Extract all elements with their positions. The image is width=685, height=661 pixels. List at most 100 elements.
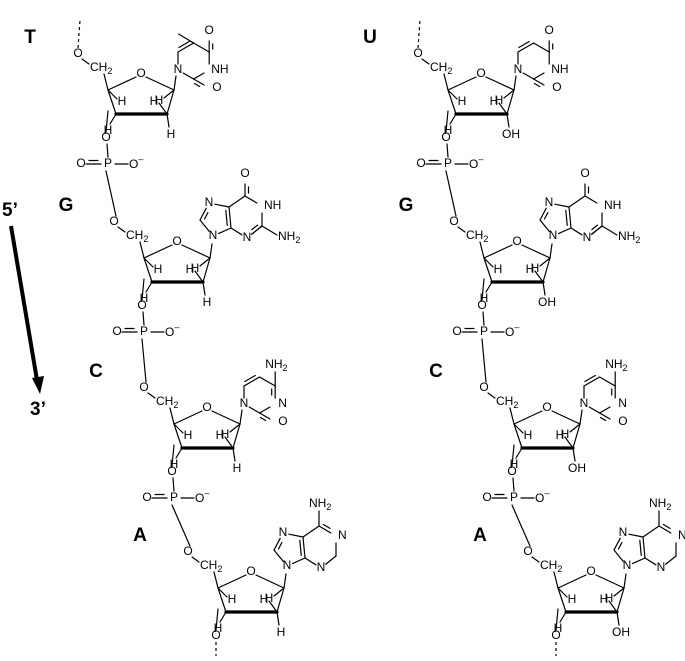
bond-line [572,447,576,462]
h-atom-label: H [150,94,159,108]
bond-line [142,311,145,326]
bond-line [583,376,601,387]
bond-line [534,270,544,283]
base-letter-label: A [133,525,147,546]
direction-start-label: 5’ [2,200,18,221]
base-letter-label: A [473,525,487,546]
bond-line [145,76,175,91]
bond-line [77,19,81,49]
ring-oxygen-label: O [246,564,255,578]
bond-line [598,376,616,387]
bond-line [244,374,256,383]
o2-atom-label: O [278,414,287,428]
h-atom-label: H [184,428,193,442]
ch2-label: CH2 [496,394,518,410]
ch2-label: CH2 [90,60,112,76]
bond-line [457,226,466,233]
h-atom-label: H [140,291,149,305]
bond-line [259,412,271,420]
bond-line [203,211,209,220]
three-prime-oxygen-label: O [137,298,146,312]
bond-line [194,270,204,283]
bond-line [598,406,611,414]
h-atom-label: H [494,262,503,276]
h-atom-label: H [221,427,230,441]
h-atom-label: H [191,261,200,275]
bond-line [446,143,449,158]
three-prime-oxygen-label: O [101,130,110,144]
bond-line [662,523,671,530]
bond-line [103,73,109,91]
bond-line [215,608,219,631]
n3-atom-label: N [243,230,252,244]
three-prime-oxygen-label: O [211,628,220,642]
bond-line [503,89,515,99]
bond-line [302,536,306,559]
o4-atom-label: O [205,23,214,37]
h-atom-label: H [600,592,609,606]
bond-line [147,392,156,399]
n9-atom-label: N [283,558,292,572]
amino-group-label: NH2 [309,496,331,512]
h-atom-label: H [568,592,577,606]
bond-line [639,539,642,556]
o4-atom-label: O [545,23,554,37]
bond-line [513,423,523,449]
ring-oxygen-label: O [512,234,521,248]
bond-line [616,587,625,613]
phosphoryl-oxygen-label: O [482,490,491,504]
bond-line [617,541,623,550]
n3h-atom-label: NH [551,62,568,76]
bond-line [318,525,332,534]
five-prime-oxygen-label: O [523,544,532,558]
bond-line [515,447,523,459]
bond-line [224,436,234,449]
h-atom-label: H [554,621,563,635]
bond-line [591,225,603,235]
ring-oxygen-label: O [136,66,145,80]
five-prime-oxygen-label: O [139,380,148,394]
bond-line [268,600,278,613]
bond-line [193,42,210,53]
ch2-label: CH2 [430,60,452,76]
bond-line [107,76,137,91]
bond-line [273,537,281,551]
n3-atom-label: N [278,396,287,410]
bond-line [445,110,449,133]
bond-line [531,556,540,563]
bond-line [549,243,553,259]
bond-line [518,40,530,49]
ch2-label: CH2 [126,228,148,244]
bond-line [259,416,267,422]
bond-line [322,523,331,530]
bond-line [613,537,621,551]
bond-line [601,225,618,236]
bond-line [302,525,320,538]
bond-line [559,611,567,623]
two-prime-substituent: H [233,461,242,475]
bond-line [513,75,517,91]
bond-line [542,281,546,296]
bond-line [225,209,228,226]
o2-atom-label: O [212,80,221,94]
five-prime-oxygen-label: O [183,544,192,558]
n9-atom-label: N [623,558,632,572]
ring-oxygen-label: O [586,564,595,578]
phosphorus-label: P [140,324,148,338]
direction-end-label: 3’ [30,399,46,420]
h-atom-label: H [265,591,274,605]
bond-line [248,406,261,414]
n1h-atom-label: NH [264,198,281,212]
bond-line [591,224,599,231]
bond-line [564,436,574,449]
bond-line [599,416,607,422]
phosphoryl-oxygen-label: O [76,156,85,170]
ring-oxygen-label: O [172,234,181,248]
h-atom-label: H [556,428,565,442]
bond-line [143,257,153,283]
bond-line [105,110,109,133]
